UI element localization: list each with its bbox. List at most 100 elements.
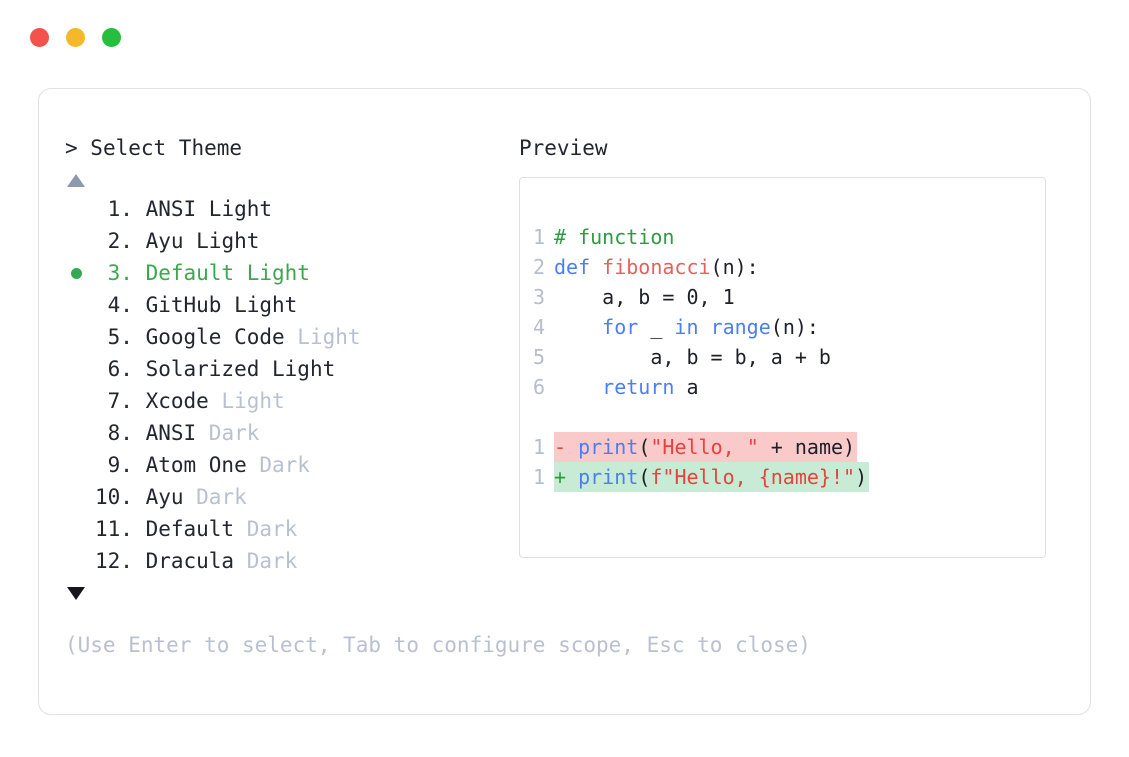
theme-selector-panel: > Select Theme 1. ANSI Light 2. Ayu Ligh…: [38, 88, 1091, 715]
theme-list-item[interactable]: 2. Ayu Light: [65, 225, 519, 257]
theme-list-item[interactable]: 12. Dracula Dark: [65, 545, 519, 577]
code-token-comment: # function: [554, 225, 675, 249]
page-title: > Select Theme: [65, 133, 519, 163]
code-line-text: for _ in range(n):: [554, 312, 819, 342]
diff-line-text: + print(f"Hello, {name}!"): [554, 462, 870, 492]
theme-item-variant: Dark: [234, 517, 298, 541]
selection-bullet-slot: [65, 257, 95, 289]
theme-item-variant: Light: [284, 325, 361, 349]
diff-marker-del: -: [554, 435, 567, 459]
theme-list-item[interactable]: 11. Default Dark: [65, 513, 519, 545]
selection-bullet-slot: [65, 289, 95, 321]
diff-line-number: 1: [532, 465, 545, 489]
code-line: 1 # function: [520, 222, 674, 252]
code-line-text: # function: [554, 222, 674, 252]
code-token-plain: (n):: [770, 315, 819, 339]
theme-item-index: 9.: [95, 453, 146, 477]
theme-item-name: Default: [145, 261, 235, 285]
code-line-number: 3: [532, 285, 545, 309]
selection-bullet-slot: [65, 481, 95, 513]
diff-token-string: f"Hello, {name}!": [650, 465, 856, 489]
theme-selector-column: > Select Theme 1. ANSI Light 2. Ayu Ligh…: [39, 133, 519, 600]
theme-list-item[interactable]: 3. Default Light: [65, 257, 519, 289]
prompt-caret: >: [65, 136, 91, 160]
theme-item-index: 8.: [95, 421, 146, 445]
theme-item-index: 1.: [95, 197, 146, 221]
code-token-plain: a, b = 0, 1: [554, 285, 735, 309]
code-line-text: a, b = 0, 1: [554, 282, 735, 312]
theme-list-item[interactable]: 9. Atom One Dark: [65, 449, 519, 481]
theme-item-name: ANSI: [145, 421, 197, 445]
code-token-keyword: in: [674, 315, 699, 339]
selection-bullet-slot: [65, 449, 95, 481]
code-line-number: 5: [532, 345, 545, 369]
theme-item-index: 6.: [95, 357, 146, 381]
theme-item-name: Atom One: [145, 453, 247, 477]
theme-item-index: 11.: [95, 517, 146, 541]
code-token-plain: a, b = b, a + b: [554, 345, 831, 369]
theme-list-item[interactable]: 4. GitHub Light: [65, 289, 519, 321]
theme-item-variant: Light: [196, 197, 273, 221]
selection-bullet-slot: [65, 193, 95, 225]
diff-preview: 1- print("Hello, " + name)1+ print(f"Hel…: [520, 432, 1045, 492]
maximize-button[interactable]: [102, 28, 121, 47]
selection-bullet-slot: [65, 353, 95, 385]
theme-item-variant: Dark: [196, 421, 260, 445]
diff-token-builtin: print: [578, 435, 639, 459]
theme-item-variant: Dark: [234, 549, 298, 573]
theme-item-name: Dracula: [145, 549, 235, 573]
theme-item-variant: Dark: [246, 453, 310, 477]
code-line-number: 4: [532, 315, 545, 339]
code-line-text: a, b = b, a + b: [554, 342, 831, 372]
code-token-plain: [554, 375, 602, 399]
theme-list-item[interactable]: 1. ANSI Light: [65, 193, 519, 225]
code-token-keyword: def: [554, 255, 603, 279]
theme-item-variant: Dark: [183, 485, 247, 509]
scroll-up-icon[interactable]: [67, 174, 85, 187]
theme-list-item[interactable]: 7. Xcode Light: [65, 385, 519, 417]
code-line: 3 a, b = 0, 1: [520, 282, 735, 312]
theme-list-item[interactable]: 8. ANSI Dark: [65, 417, 519, 449]
theme-list-item[interactable]: 5. Google Code Light: [65, 321, 519, 353]
theme-item-name: Xcode: [145, 389, 209, 413]
theme-list-item[interactable]: 6. Solarized Light: [65, 353, 519, 385]
close-button[interactable]: [30, 28, 49, 47]
theme-item-name: Google Code: [145, 325, 285, 349]
theme-item-variant: Light: [183, 229, 260, 253]
theme-list-item[interactable]: 10. Ayu Dark: [65, 481, 519, 513]
code-token-keyword: for: [602, 315, 639, 339]
theme-item-index: 10.: [95, 485, 146, 509]
page-title-text: Select Theme: [90, 136, 243, 160]
code-token-keyword: return: [602, 375, 675, 399]
selection-bullet-slot: [65, 417, 95, 449]
theme-item-index: 4.: [95, 293, 146, 317]
code-token-plain: [699, 315, 711, 339]
theme-item-index: 7.: [95, 389, 146, 413]
theme-item-name: Default: [145, 517, 235, 541]
selection-bullet-slot: [65, 545, 95, 577]
code-token-func: fibonacci: [602, 255, 711, 279]
diff-marker-space: [566, 435, 578, 459]
code-line-number: 6: [532, 375, 545, 399]
selection-bullet-slot: [65, 225, 95, 257]
code-line-number: 2: [532, 255, 545, 279]
code-token-plain: [554, 315, 602, 339]
diff-line-number: 1: [532, 435, 545, 459]
theme-item-variant: Light: [234, 261, 310, 285]
selection-bullet-slot: [65, 385, 95, 417]
code-line: 2 def fibonacci(n):: [520, 252, 759, 282]
theme-item-variant: Light: [208, 389, 285, 413]
code-line-number: 1: [532, 225, 545, 249]
code-line: 4 for _ in range(n):: [520, 312, 819, 342]
diff-marker-space: [566, 465, 578, 489]
scroll-down-icon[interactable]: [67, 587, 85, 600]
code-token-plain: _: [638, 315, 675, 339]
selection-bullet-slot: [65, 321, 95, 353]
code-line: 5 a, b = b, a + b: [520, 342, 831, 372]
theme-item-variant: Light: [259, 357, 336, 381]
code-token-plain: (n):: [710, 255, 759, 279]
minimize-button[interactable]: [66, 28, 85, 47]
theme-list: 1. ANSI Light 2. Ayu Light 3. Default Li…: [65, 193, 519, 577]
